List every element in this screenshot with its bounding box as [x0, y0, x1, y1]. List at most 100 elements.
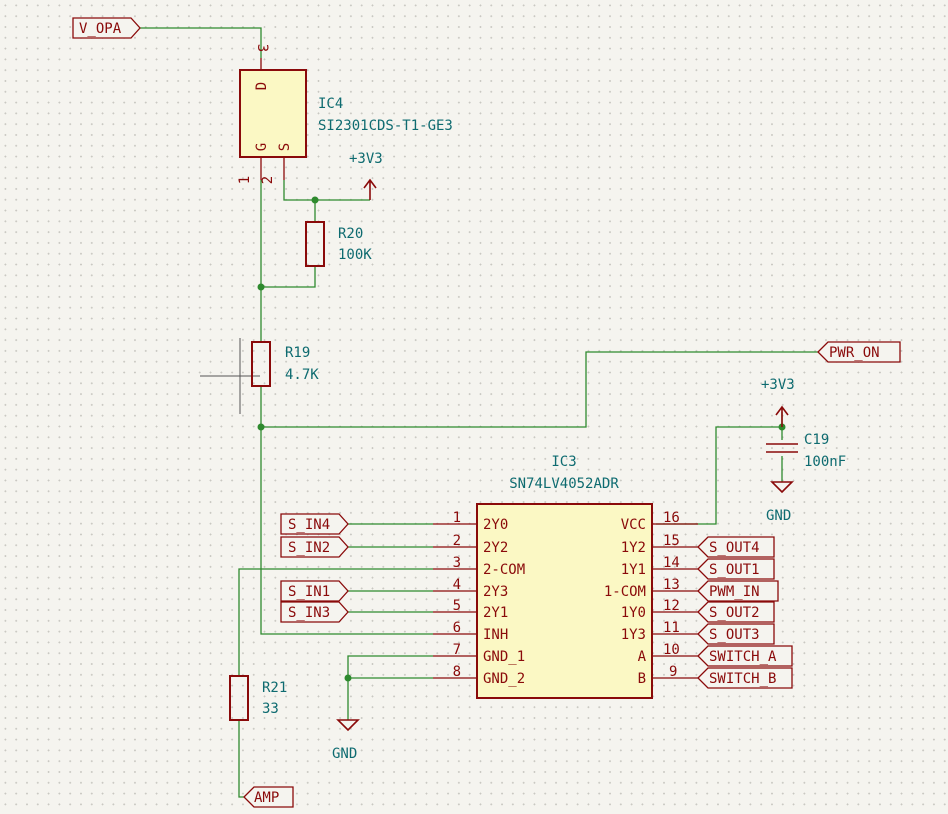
ic4-pin-lines [260, 58, 285, 180]
power-3v3-top-label: +3V3 [349, 151, 383, 167]
ic3-pin-name: 2Y1 [483, 605, 508, 621]
c19-value: 100nF [804, 454, 846, 470]
global-label-text: S_OUT3 [709, 627, 760, 643]
ic3-pin-name: 1Y0 [621, 605, 646, 621]
power-arrow-icon [775, 405, 789, 427]
junction-dot [344, 674, 352, 682]
ic4-body[interactable] [239, 69, 307, 158]
r20-symbol[interactable]: R20 100K [305, 221, 372, 267]
r19-guide-lines [200, 338, 260, 414]
r20-body[interactable] [305, 221, 325, 267]
gnd-ic3[interactable]: GND [332, 719, 360, 762]
global-label-text: V_OPA [79, 21, 122, 37]
global-label-s-in3[interactable]: S_IN3 [280, 601, 349, 623]
ic3-value: SN74LV4052ADR [509, 476, 619, 492]
r19-reference: R19 [285, 345, 310, 361]
ic3-right-pins: 16 VCC 15 1Y2 14 1Y1 13 1-COM 12 1Y0 11 … [604, 510, 698, 687]
ic3-symbol[interactable]: IC3 SN74LV4052ADR 1 2Y0 2 2Y2 3 2-COM 4 … [433, 454, 698, 699]
ic3-pin-number: 11 [663, 620, 680, 636]
r21-symbol[interactable]: R21 33 [229, 675, 287, 721]
global-label-text: S_OUT2 [709, 605, 760, 621]
c19-reference: C19 [804, 432, 829, 448]
ic3-pin-number: 16 [663, 510, 680, 526]
label-shape [72, 17, 141, 39]
ic3-pin-number: 14 [663, 555, 680, 571]
r21-reference: R21 [262, 680, 287, 696]
junction-dot [257, 283, 265, 291]
ic3-pin-name: 1Y2 [621, 540, 646, 556]
label-shape [697, 601, 775, 623]
global-label-s-out1[interactable]: S_OUT1 [697, 558, 775, 580]
ic3-pin-number: 10 [663, 642, 680, 658]
global-label-pwm-in[interactable]: PWM_IN [697, 580, 779, 602]
wire-pwr-on [261, 351, 818, 428]
gnd-ic3-label: GND [332, 746, 357, 762]
global-label-amp[interactable]: AMP [243, 786, 294, 808]
ic3-reference: IC3 [551, 454, 576, 470]
wire-v-opa [140, 27, 262, 58]
global-label-s-in4[interactable]: S_IN4 [280, 513, 349, 535]
ic4-reference: IC4 [318, 96, 343, 112]
ic4-pin3-number: 3 [254, 44, 270, 52]
gnd-c19[interactable]: GND [766, 481, 794, 524]
ic4-pin-s-name: S [277, 143, 293, 151]
power-3v3-top[interactable]: +3V3 [349, 151, 383, 200]
global-label-text: SWITCH_A [709, 649, 777, 665]
c19-plates[interactable] [766, 443, 798, 453]
global-label-switch-b[interactable]: SWITCH_B [697, 667, 793, 689]
ic3-pin-number: 7 [453, 642, 461, 658]
ic3-pin-number: 13 [663, 577, 680, 593]
global-label-text: S_IN1 [288, 584, 330, 600]
global-label-s-in2[interactable]: S_IN2 [280, 536, 349, 558]
junctions [257, 196, 786, 682]
label-shape [697, 667, 793, 689]
ic4-symbol[interactable]: D G S 3 1 2 IC4 SI2301CDS-T1-GE3 [237, 44, 453, 184]
global-label-s-out4[interactable]: S_OUT4 [697, 536, 775, 558]
power-arrow-icon [363, 178, 377, 200]
ic3-pin-name: GND_2 [483, 671, 525, 687]
power-3v3-c19[interactable]: +3V3 [761, 377, 795, 427]
ic4-value: SI2301CDS-T1-GE3 [318, 118, 453, 134]
global-label-text: S_IN3 [288, 605, 330, 621]
ic3-left-pins: 1 2Y0 2 2Y2 3 2-COM 4 2Y3 5 2Y1 6 INH 7 … [433, 510, 525, 687]
global-label-text: S_OUT4 [709, 540, 760, 556]
r20-value: 100K [338, 247, 372, 263]
gnd-c19-label: GND [766, 508, 791, 524]
ic3-pin-number: 5 [453, 598, 461, 614]
ic3-pin-number: 8 [453, 664, 461, 680]
label-shape [243, 786, 294, 808]
ic3-pin-number: 12 [663, 598, 680, 614]
ic3-pin-name: A [638, 649, 647, 665]
r19-value: 4.7K [285, 367, 319, 383]
global-label-text: S_OUT1 [709, 562, 760, 578]
ic3-pin-number: 3 [453, 555, 461, 571]
global-label-text: SWITCH_B [709, 671, 776, 687]
ground-icon [336, 719, 360, 732]
ic4-pin1-number: 1 [237, 176, 253, 184]
global-label-s-out2[interactable]: S_OUT2 [697, 601, 775, 623]
global-label-s-out3[interactable]: S_OUT3 [697, 623, 775, 645]
ic3-pin-name: 1Y1 [621, 562, 646, 578]
r19-symbol[interactable]: R19 4.7K [251, 341, 319, 387]
global-label-text: PWM_IN [709, 584, 760, 600]
r19-body[interactable] [251, 341, 271, 387]
ic4-pin-d-name: D [254, 82, 270, 90]
label-shape [817, 341, 901, 363]
ic3-pin-name: GND_1 [483, 649, 525, 665]
ic3-pin-name: INH [483, 627, 508, 643]
c19-symbol[interactable]: C19 100nF [766, 432, 846, 470]
ic3-pin-name: 2Y3 [483, 584, 508, 600]
ic3-pin-number: 1 [453, 510, 461, 526]
wire-gnd1 [347, 655, 433, 720]
global-label-pwr-on[interactable]: PWR_ON [817, 341, 901, 363]
r21-body[interactable] [229, 675, 249, 721]
junction-dot [257, 423, 265, 431]
ic3-body[interactable] [476, 503, 653, 699]
junction-dot [311, 196, 319, 204]
global-label-switch-a[interactable]: SWITCH_A [697, 645, 793, 667]
ic3-pin-number: 15 [663, 533, 680, 549]
global-label-v-opa[interactable]: V_OPA [72, 17, 141, 39]
global-label-s-in1[interactable]: S_IN1 [280, 580, 349, 602]
ic3-pin-name: 2Y0 [483, 517, 508, 533]
